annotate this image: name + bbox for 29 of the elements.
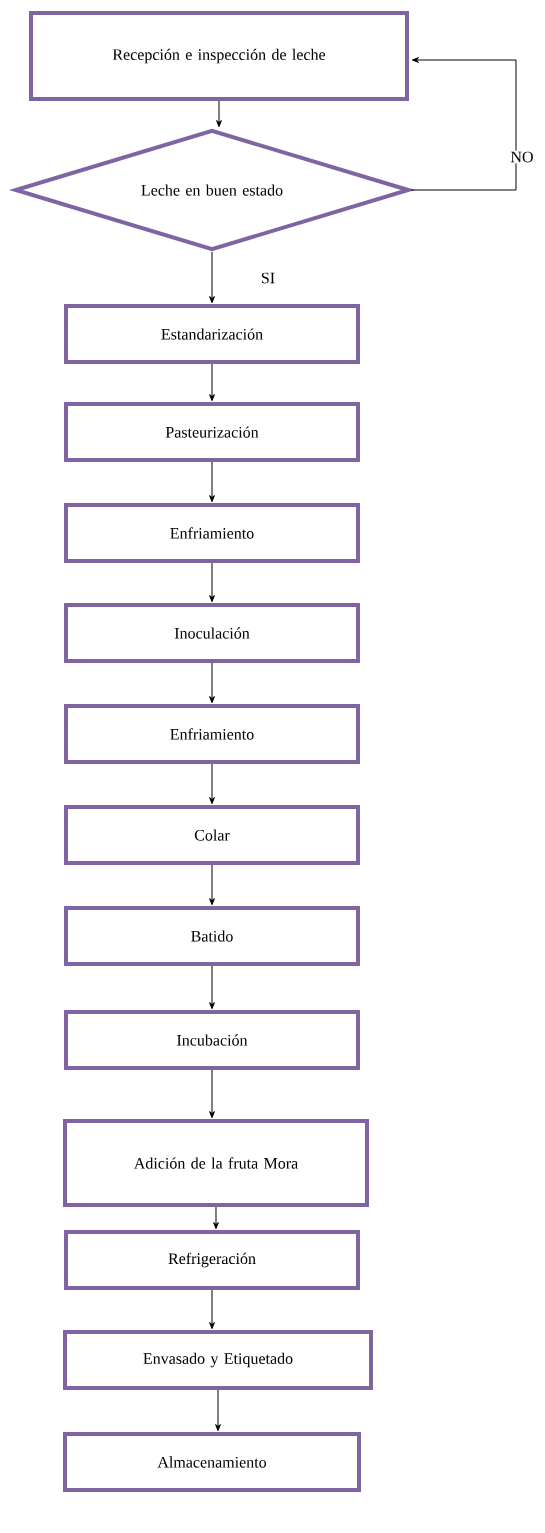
arrow [209,864,215,906]
process-box: Refrigeración [64,1230,360,1290]
arrow [209,763,215,805]
arrow [410,57,517,191]
process-box: Enfriamiento [64,503,360,563]
arrow [209,251,215,304]
arrow [209,1289,215,1330]
arrow [209,662,215,704]
process-box: Enfriamiento [64,704,360,764]
process-box: Envasado y Etiquetado [63,1330,373,1390]
process-box: Batido [64,906,360,966]
process-box: Incubación [64,1010,360,1070]
edge-label: NO [509,150,535,164]
process-box: Recepción e inspección de leche [29,11,409,101]
arrow [209,965,215,1010]
arrow [216,100,222,128]
edge-label: SI [259,271,277,285]
arrow [213,1206,219,1230]
process-box: Colar [64,805,360,865]
process-box: Adición de la fruta Mora [63,1119,369,1207]
process-box: Pasteurización [64,402,360,462]
arrow [209,1069,215,1119]
process-box: Inoculación [64,603,360,663]
arrow [215,1389,221,1432]
process-box: Estandarización [64,304,360,364]
arrow [209,562,215,603]
arrow [209,461,215,503]
process-box: Almacenamiento [63,1432,361,1492]
arrow [209,363,215,402]
